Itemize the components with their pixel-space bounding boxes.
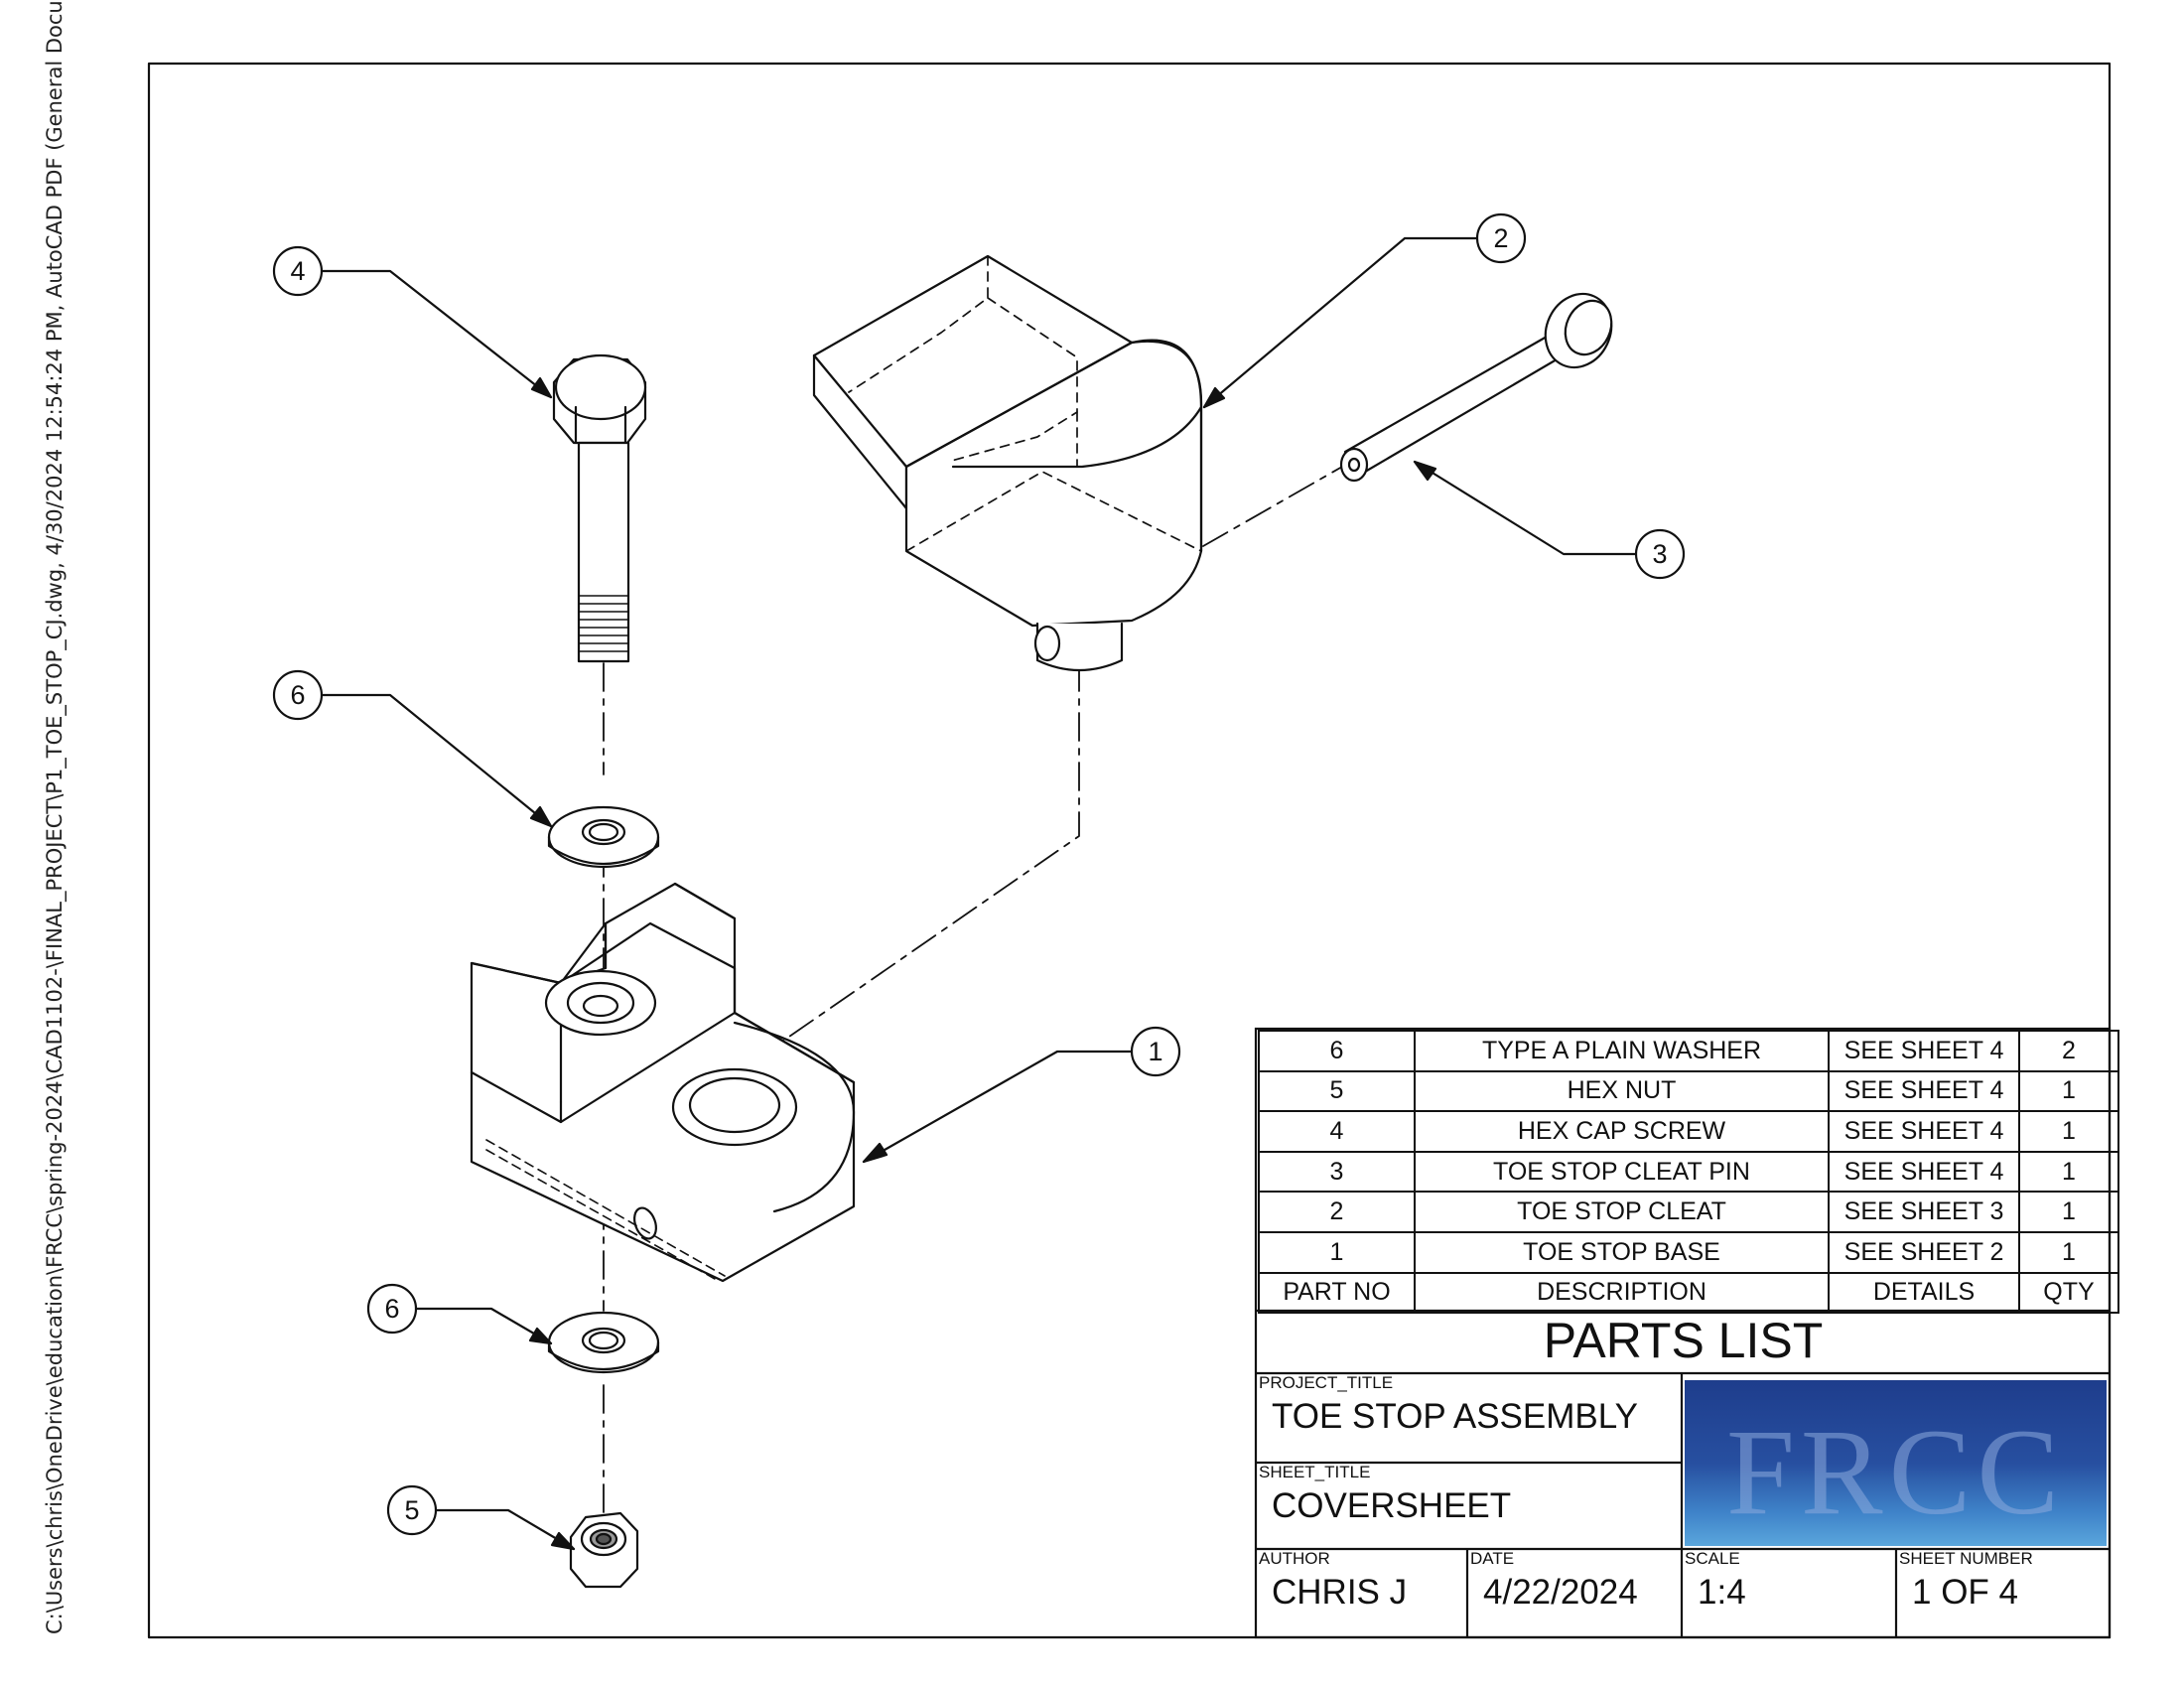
callout-6-upper-number: 6 bbox=[290, 680, 305, 710]
toe-stop-cleat-pin-part bbox=[1339, 292, 1613, 483]
description-cell: TOE STOP CLEAT PIN bbox=[1414, 1150, 1830, 1194]
details-cell: SEE SHEET 4 bbox=[1828, 1150, 2020, 1194]
callout-leaders bbox=[272, 212, 1686, 1551]
toe-stop-base-part bbox=[470, 882, 856, 1283]
qty-cell: 1 bbox=[2018, 1069, 2119, 1113]
description-cell: TOE STOP CLEAT bbox=[1414, 1191, 1830, 1233]
description-cell: TYPE A PLAIN WASHER bbox=[1414, 1030, 1830, 1072]
project-title-value: TOE STOP ASSEMBLY bbox=[1272, 1397, 1638, 1436]
project-title-label: PROJECT_TITLE bbox=[1259, 1373, 1394, 1392]
details-cell: SEE SHEET 3 bbox=[1828, 1191, 2020, 1233]
scale-label: SCALE bbox=[1685, 1549, 1740, 1568]
author-cell: AUTHOR CHRIS J bbox=[1256, 1549, 1467, 1637]
table-row: 2 TOE STOP CLEAT SEE SHEET 3 1 bbox=[1258, 1191, 2119, 1233]
sheet-title-cell: SHEET_TITLE COVERSHEET bbox=[1256, 1463, 1682, 1549]
part-no-cell: 3 bbox=[1258, 1150, 1416, 1194]
scale-value: 1:4 bbox=[1698, 1573, 1746, 1612]
callout-2-number: 2 bbox=[1493, 223, 1508, 253]
callout-5-number: 5 bbox=[404, 1495, 419, 1525]
qty-cell: 2 bbox=[2018, 1030, 2119, 1072]
scale-cell: SCALE 1:4 bbox=[1682, 1549, 1896, 1637]
sheet-number-label: SHEET NUMBER bbox=[1899, 1549, 2033, 1568]
table-row: 5 HEX NUT SEE SHEET 4 1 bbox=[1258, 1069, 2119, 1113]
description-cell: HEX NUT bbox=[1414, 1069, 1830, 1113]
logo-text: FRCC bbox=[1725, 1404, 2066, 1540]
date-cell: DATE 4/22/2024 bbox=[1467, 1549, 1682, 1637]
callout-1-number: 1 bbox=[1148, 1037, 1162, 1066]
table-row: 1 TOE STOP BASE SEE SHEET 2 1 bbox=[1258, 1230, 2119, 1274]
frcc-logo: FRCC bbox=[1685, 1380, 2107, 1546]
description-cell: HEX CAP SCREW bbox=[1414, 1110, 1830, 1153]
parts-list-title: PARTS LIST bbox=[1543, 1313, 1824, 1368]
table-row: 4 HEX CAP SCREW SEE SHEET 4 1 bbox=[1258, 1110, 2119, 1153]
qty-cell: 1 bbox=[2018, 1110, 2119, 1153]
toe-stop-cleat-part bbox=[812, 254, 1203, 672]
hex-nut-part bbox=[569, 1511, 639, 1589]
details-cell: SEE SHEET 4 bbox=[1828, 1069, 2020, 1113]
sheet-number-cell: SHEET NUMBER 1 OF 4 bbox=[1896, 1549, 2110, 1637]
callout-4-number: 4 bbox=[290, 256, 305, 286]
description-cell: TOE STOP BASE bbox=[1414, 1230, 1830, 1274]
callout-6-lower-number: 6 bbox=[384, 1294, 399, 1324]
table-row: 6 TYPE A PLAIN WASHER SEE SHEET 4 2 bbox=[1258, 1030, 2119, 1072]
part-no-cell: 5 bbox=[1258, 1069, 1416, 1113]
sheet-title-label: SHEET_TITLE bbox=[1259, 1463, 1371, 1481]
author-value: CHRIS J bbox=[1272, 1573, 1408, 1612]
washer-lower-part bbox=[547, 1311, 660, 1374]
details-cell: SEE SHEET 2 bbox=[1828, 1230, 2020, 1274]
sheet-title-value: COVERSHEET bbox=[1272, 1486, 1512, 1525]
author-label: AUTHOR bbox=[1259, 1549, 1330, 1568]
callout-3-number: 3 bbox=[1652, 539, 1667, 569]
part-no-cell: 1 bbox=[1258, 1230, 1416, 1274]
sheet-number-value: 1 OF 4 bbox=[1912, 1573, 2018, 1612]
details-cell: SEE SHEET 4 bbox=[1828, 1110, 2020, 1153]
parts-list-header-row: PART NO DESCRIPTION DETAILS QTY bbox=[1258, 1271, 2119, 1315]
date-value: 4/22/2024 bbox=[1483, 1573, 1638, 1612]
hex-cap-screw-part bbox=[552, 353, 647, 663]
date-label: DATE bbox=[1470, 1549, 1515, 1568]
part-no-cell: 4 bbox=[1258, 1110, 1416, 1153]
header-part-no: PART NO bbox=[1258, 1271, 1416, 1315]
header-description: DESCRIPTION bbox=[1414, 1271, 1830, 1315]
washer-upper-part bbox=[547, 805, 660, 869]
qty-cell: 1 bbox=[2018, 1230, 2119, 1274]
table-row: 3 TOE STOP CLEAT PIN SEE SHEET 4 1 bbox=[1258, 1150, 2119, 1194]
qty-cell: 1 bbox=[2018, 1150, 2119, 1194]
header-details: DETAILS bbox=[1828, 1271, 2020, 1315]
part-no-cell: 2 bbox=[1258, 1191, 1416, 1233]
project-title-cell: PROJECT_TITLE TOE STOP ASSEMBLY bbox=[1256, 1373, 1682, 1463]
drawing-border bbox=[147, 62, 2112, 1639]
qty-cell: 1 bbox=[2018, 1191, 2119, 1233]
details-cell: SEE SHEET 4 bbox=[1828, 1030, 2020, 1072]
part-no-cell: 6 bbox=[1258, 1030, 1416, 1072]
parts-list-table: 6 TYPE A PLAIN WASHER SEE SHEET 4 2 5 HE… bbox=[1258, 1030, 2119, 1315]
header-qty: QTY bbox=[2018, 1271, 2119, 1315]
